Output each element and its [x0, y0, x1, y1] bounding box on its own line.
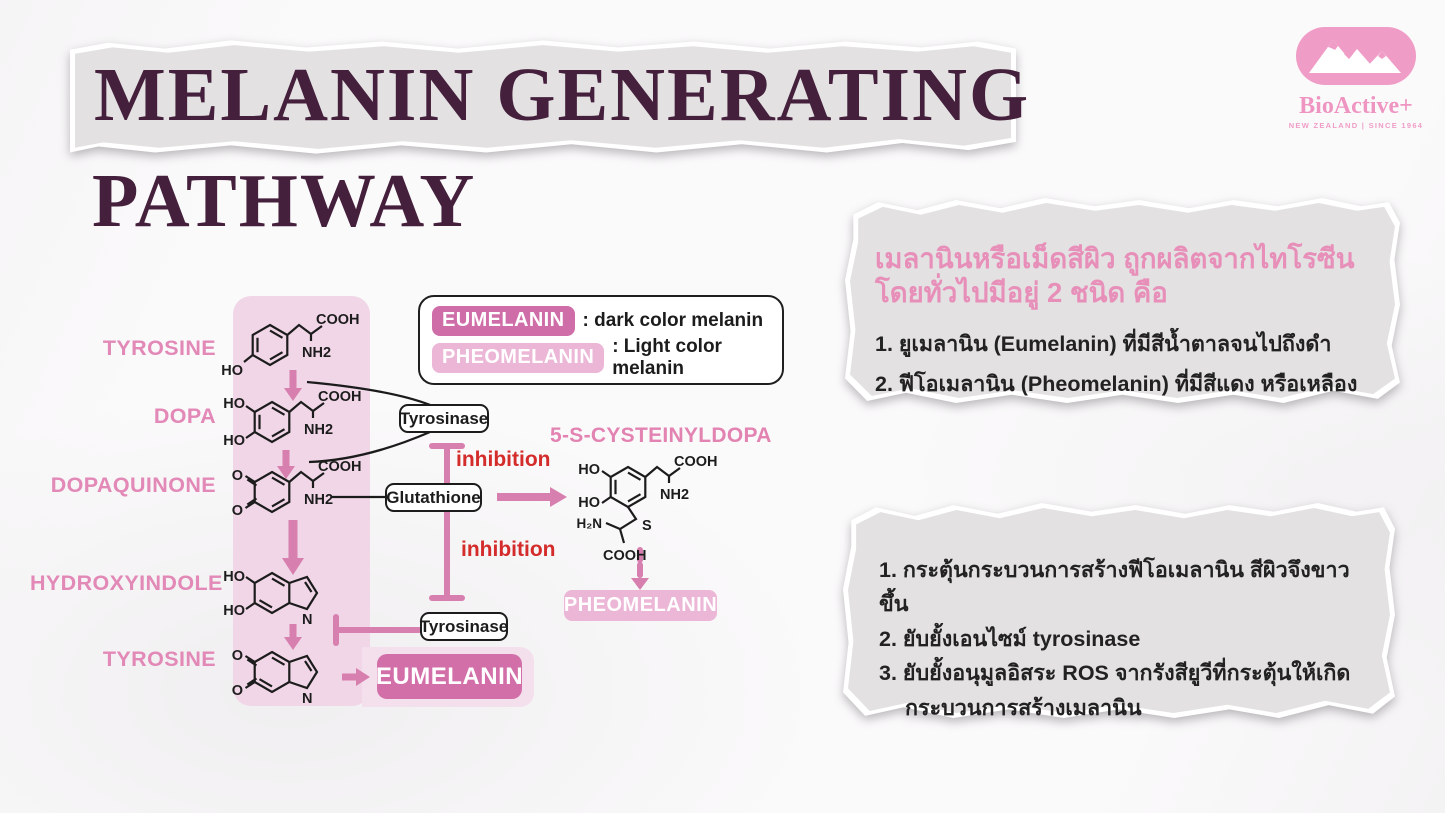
benefit-item-3-cont: กระบวนการสร้างเมลานิน — [905, 695, 1142, 720]
pheomelanin-badge: PHEOMELANIN — [432, 343, 605, 373]
inhibition-label-bottom: inhibition — [461, 538, 556, 561]
page-title-line1: MELANIN GENERATING — [94, 53, 1031, 137]
paper-face — [850, 203, 1395, 398]
pheomelanin-desc: : Light color melanin — [612, 336, 722, 379]
title-paper-strip — [70, 38, 1016, 156]
brand-logo: BioActive+ NEW ZEALAND | SINCE 1964 — [1283, 26, 1429, 130]
melanin-type-item-2: 2. ฟีโอเมลานิน (Pheomelanin) ที่มีสีแดง … — [875, 372, 1358, 397]
benefit-item-1: 1. กระตุ้นกระบวนการสร้างฟีโอเมลานิน สีผิ… — [879, 558, 1350, 617]
info-block-benefits: 1. กระตุ้นกระบวนการสร้างฟีโอเมลานิน สีผิ… — [843, 503, 1395, 720]
info-block-1-content: เมลานินหรือเม็ดสีผิว ถูกผลิตจากไทโรซีน โ… — [845, 198, 1400, 403]
stage-label-dopa: DOPA — [153, 404, 216, 428]
stage-label-hydroxyindole: HYDROXYINDOLE — [30, 571, 223, 595]
eumelanin-desc: : dark color melanin — [582, 310, 764, 331]
structure-cysteinyldopa: COOH NH2 HO HO S H₂N COOH — [577, 454, 718, 564]
pheomelanin-box: PHEOMELANIN — [564, 590, 717, 621]
chem-label: S — [642, 518, 652, 534]
tyrosinase-box-bottom: Tyrosinase — [420, 612, 508, 641]
mountain-logo-icon — [1296, 27, 1416, 85]
legend-row-eumelanin: EUMELANIN : dark color melanin — [432, 306, 770, 336]
benefit-item-3: 3. ยับยั้งอนุมูลอิสระ ROS จากรังสียูวีที… — [879, 661, 1351, 686]
pathway-panel — [233, 296, 370, 706]
info-block-melanin-types: เมลานินหรือเม็ดสีผิว ถูกผลิตจากไทโรซีน โ… — [845, 198, 1400, 403]
page-title-line2: PATHWAY — [92, 159, 477, 243]
chem-label: H₂N — [577, 516, 603, 531]
info-heading-line1: เมลานินหรือเม็ดสีผิว ถูกผลิตจากไทโรซีน — [875, 243, 1355, 274]
melanin-type-item-1: 1. ยูเมลานิน (Eumelanin) ที่มีสีน้ำตาลจน… — [875, 331, 1332, 356]
info-heading-line2: โดยทั่วไปมีอยู่ 2 ชนิด คือ — [875, 277, 1168, 309]
benefit-item-2: 2. ยับยั้งเอนไซม์ tyrosinase — [879, 626, 1141, 651]
glutathione-box: Glutathione — [385, 483, 482, 512]
stage-label-tyrosine-2: TYROSINE — [102, 647, 216, 671]
stage-label-dopaquinone: DOPAQUINONE — [50, 473, 216, 497]
inhibition-label-top: inhibition — [456, 448, 551, 471]
chem-label: NH2 — [660, 487, 689, 503]
eumelanin-badge: EUMELANIN — [432, 306, 575, 336]
brand-name: BioActive+ — [1299, 93, 1413, 119]
legend-row-pheomelanin: PHEOMELANIN : Light color melanin — [432, 336, 770, 380]
title-paper-face — [75, 45, 1011, 149]
eumelanin-box: EUMELANIN — [376, 654, 523, 699]
paper-face — [848, 508, 1390, 713]
info-block-2-content: 1. กระตุ้นกระบวนการสร้างฟีโอเมลานิน สีผิ… — [843, 503, 1395, 720]
brand-tagline: NEW ZEALAND | SINCE 1964 — [1288, 121, 1424, 130]
chem-label: COOH — [674, 454, 718, 470]
melanin-legend: EUMELANIN : dark color melanin PHEOMELAN… — [418, 295, 784, 385]
stage-label-tyrosine: TYROSINE — [102, 336, 216, 360]
chem-label: HO — [578, 495, 600, 511]
tyrosinase-box-top: Tyrosinase — [399, 404, 489, 433]
cysteinyldopa-title: 5-S-CYSTEINYLDOPA — [550, 424, 772, 447]
chem-label: HO — [578, 462, 600, 478]
chem-label: COOH — [603, 548, 647, 564]
